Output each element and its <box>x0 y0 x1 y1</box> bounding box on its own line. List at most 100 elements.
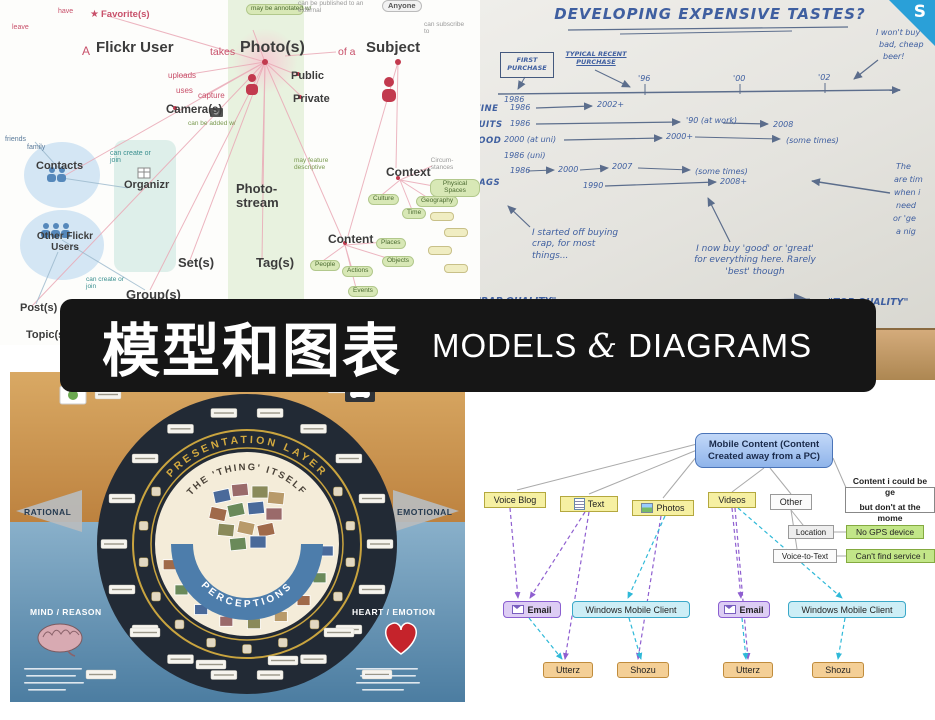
note-right: I now buy 'good' or 'great' for everythi… <box>694 244 816 277</box>
headline-a: A <box>82 44 91 58</box>
node-contacts: Contacts <box>36 160 84 172</box>
rel-uploads: uploads <box>168 71 197 80</box>
flickr-concept-map: leave have ★ Favorite(s) may be annotate… <box>0 0 480 345</box>
axis-tick-00: '00 <box>733 74 746 83</box>
email-node-label: Email <box>739 604 764 615</box>
mark: 2000+ <box>666 132 694 141</box>
row-label-suits: SUITS <box>480 120 503 130</box>
heart-icon <box>384 622 418 655</box>
row-label-food: FOOD <box>480 136 502 146</box>
node-other-users: Other Flickr Users <box>36 231 94 253</box>
node-public: Public <box>291 70 325 82</box>
rel-can-create-join-2: can create or join <box>86 276 124 290</box>
row-label-bags: BAGS <box>480 178 501 188</box>
subject-person-icon <box>382 77 396 102</box>
organizr-band <box>114 140 176 272</box>
brand-perception-model: RATIONAL EMOTIONAL PRESENTATION LAYER TH… <box>10 372 465 702</box>
text-icon <box>573 498 585 510</box>
axis-tick-02: '02 <box>818 73 831 82</box>
windows-mobile-client-node-1[interactable]: Windows Mobile Client <box>572 601 690 618</box>
pill-actions: Actions <box>342 266 374 277</box>
root-node[interactable]: Mobile Content (Content Created away fro… <box>695 433 833 468</box>
node-circumstances: Circum-stances <box>430 157 454 171</box>
pill-physical-spaces: Physical Spaces <box>430 179 480 197</box>
location-node[interactable]: Location <box>788 525 834 539</box>
mark: 2007 <box>612 162 633 171</box>
rel-have: have <box>58 8 74 15</box>
photos-node[interactable]: Photos <box>632 500 694 516</box>
mark: 2008 <box>773 120 794 129</box>
mark: 2000 (at uni) <box>504 135 557 144</box>
whiteboard-title: Developing Expensive Tastes? <box>554 5 866 23</box>
pill-geography: Geography <box>416 196 459 207</box>
handwritten-notes <box>24 668 420 691</box>
brand-model-canvas: RATIONAL EMOTIONAL PRESENTATION LAYER TH… <box>10 372 465 702</box>
videos-node[interactable]: Videos <box>708 492 756 508</box>
utterz-node-2[interactable]: Utterz <box>723 662 773 678</box>
rel-can-subscribe: can subscribe to <box>424 21 465 35</box>
node-family: family <box>27 144 46 151</box>
rel-of-a: of a <box>338 46 356 58</box>
utterz-node-1[interactable]: Utterz <box>543 662 593 678</box>
brain-icon <box>37 623 83 657</box>
text-node-label: Text <box>587 499 605 509</box>
text-node[interactable]: Text <box>560 496 618 512</box>
email-node-2[interactable]: Email <box>718 601 770 618</box>
mark: 2002+ <box>597 100 625 109</box>
node-friends: friends <box>5 136 27 143</box>
mind-reason-label: MIND / REASON <box>30 607 102 617</box>
rel-can-create-join: can create or join <box>110 150 151 165</box>
node-topics: Topic(s) <box>26 329 68 341</box>
windows-mobile-client-node-2[interactable]: Windows Mobile Client <box>788 601 906 618</box>
email-node-label: Email <box>527 604 552 615</box>
email-icon <box>512 605 525 614</box>
whiteboard-photo: Developing Expensive Tastes? S FIRST PUR… <box>480 0 935 345</box>
perceptions-band <box>171 543 323 620</box>
rational-arrow <box>16 490 82 532</box>
axis-start-year: 1986 <box>504 95 525 104</box>
quote-chip <box>430 212 454 221</box>
shozu-node-2[interactable]: Shozu <box>812 662 864 678</box>
camera-icon <box>210 108 223 117</box>
typical-recent-label: TYPICAL RECENT PURCHASE <box>565 50 627 66</box>
beer-note-line: I won't buy <box>876 28 921 37</box>
node-photostream: Photo-stream <box>236 181 279 210</box>
node-flickr-user: Flickr User <box>96 39 174 56</box>
quote-chip <box>444 228 468 237</box>
first-purchase-box: FIRST PURCHASE <box>500 52 554 78</box>
mark: 2008+ <box>720 177 748 186</box>
mark: 2000 <box>558 165 579 174</box>
beer-note-line: beer! <box>883 52 905 61</box>
other-node[interactable]: Other <box>770 494 812 510</box>
corner-fold-logo: S <box>913 2 926 22</box>
banner-word-diagrams: DIAGRAMS <box>628 327 813 364</box>
photos-icon <box>641 503 654 513</box>
side-note-line: or 'ge <box>893 214 916 223</box>
node-groups: Group(s) <box>126 287 181 302</box>
no-gps-node[interactable]: No GPS device <box>846 525 924 539</box>
email-node-1[interactable]: Email <box>503 601 561 618</box>
shozu-node-1[interactable]: Shozu <box>617 662 669 678</box>
beer-note-line: bad, cheap <box>879 40 924 49</box>
row-label-wine: WINE <box>480 104 499 114</box>
pill-time: Time <box>402 208 427 219</box>
mark: 1986 <box>510 166 531 175</box>
node-content: Content <box>328 232 374 246</box>
mark: 1986 <box>510 119 531 128</box>
note-left: I started off buying crap, for most thin… <box>532 228 619 261</box>
cant-find-service-node[interactable]: Can't find service I <box>846 549 935 563</box>
title-banner: 模型和图表 MODELS & DIAGRAMS <box>60 299 876 392</box>
pill-culture: Culture <box>368 194 399 205</box>
mobile-content-mindmap: Mobile Content (Content Created away fro… <box>465 378 935 690</box>
contacts-people-icon <box>47 167 66 182</box>
rel-annotated: may be annotated w/ <box>246 4 311 15</box>
mark: (some times) <box>695 167 748 176</box>
axis-tick-96: '96 <box>638 74 651 83</box>
side-note-line: The <box>896 162 911 171</box>
mark: (some times) <box>786 136 839 145</box>
pill-events: Events <box>348 286 378 297</box>
voice-to-text-node[interactable]: Voice-to-Text <box>773 549 837 563</box>
voice-blog-node[interactable]: Voice Blog <box>484 492 546 508</box>
rel-may-feature: may feature descriptive <box>294 157 329 171</box>
